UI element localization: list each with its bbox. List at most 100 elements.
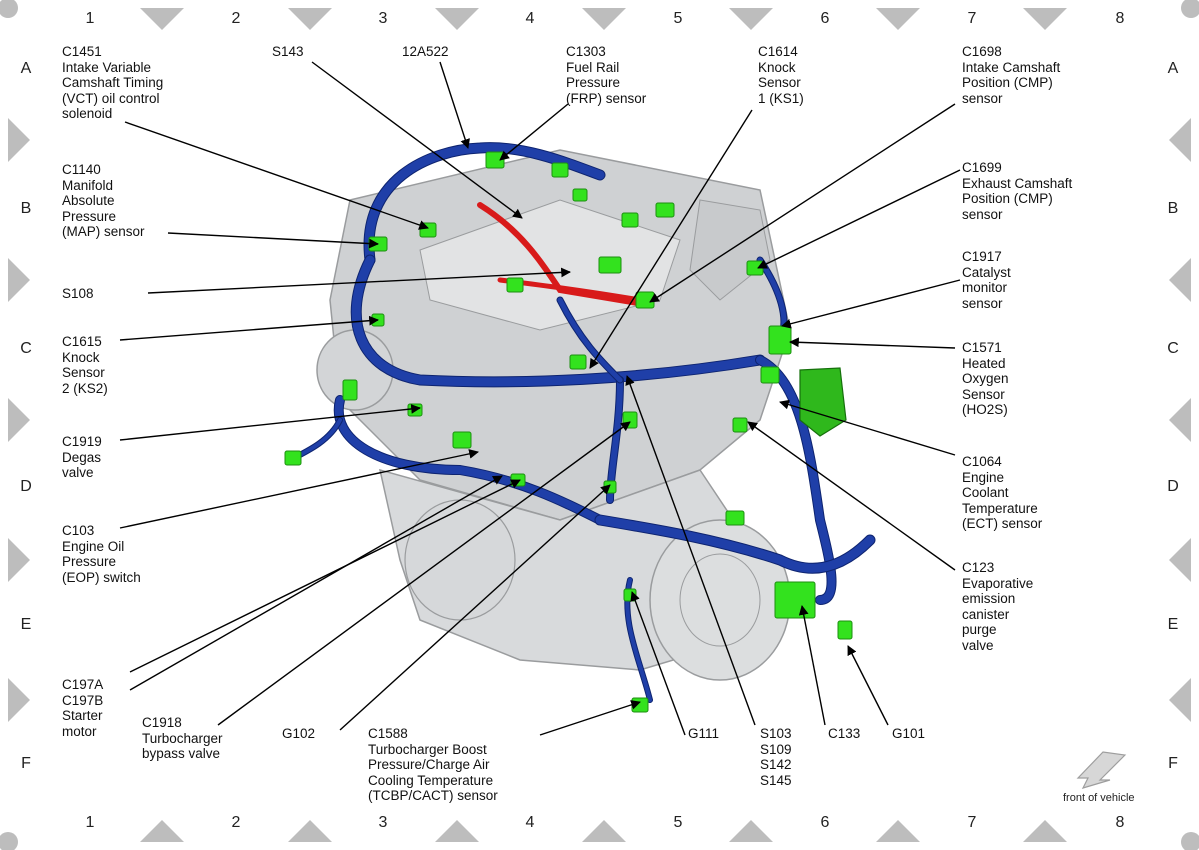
callout-c1615: C1615 Knock Sensor 2 (KS2) xyxy=(62,334,108,396)
frame-notch-left-0 xyxy=(8,118,30,162)
leader-line-14 xyxy=(119,449,479,529)
column-number-top-8: 8 xyxy=(1115,10,1125,27)
frame-notch-bottom-6 xyxy=(1023,820,1067,842)
row-letter-left-D: D xyxy=(20,478,32,495)
leader-line-18 xyxy=(217,421,631,726)
row-letter-right-C: C xyxy=(1167,340,1179,357)
leader-line-5 xyxy=(649,103,956,303)
frame-notch-right-0 xyxy=(1169,118,1191,162)
column-number-bottom-4: 4 xyxy=(525,814,535,831)
column-number-bottom-7: 7 xyxy=(967,814,977,831)
row-letter-right-A: A xyxy=(1167,60,1179,77)
column-number-top-1: 1 xyxy=(85,10,95,27)
callout-c123: C123 Evaporative emission canister purge… xyxy=(962,560,1034,653)
callout-c1451: C1451 Intake Variable Camshaft Timing (V… xyxy=(62,44,164,121)
connector-20 xyxy=(603,480,617,494)
connector-12 xyxy=(760,366,780,384)
callout-c197: C197A C197B Starter motor xyxy=(62,677,104,739)
frame-notch-right-4 xyxy=(1169,678,1191,722)
leader-line-2 xyxy=(439,61,470,149)
connector-21 xyxy=(725,510,745,526)
leader-line-9 xyxy=(147,267,571,294)
frame-corner-3 xyxy=(1181,832,1199,850)
connector-16 xyxy=(407,403,423,417)
frame-corner-0 xyxy=(0,0,18,18)
frame-notch-right-2 xyxy=(1169,398,1191,442)
connector-6 xyxy=(655,202,675,218)
column-number-top-6: 6 xyxy=(820,10,830,27)
leader-line-13 xyxy=(779,399,956,456)
leader-line-24 xyxy=(847,645,889,726)
connector-9 xyxy=(506,277,524,293)
column-number-top-4: 4 xyxy=(525,10,535,27)
frame-notch-bottom-0 xyxy=(140,820,184,842)
frame-notch-left-4 xyxy=(8,678,30,722)
callout-c103: C103 Engine Oil Pressure (EOP) switch xyxy=(62,523,141,585)
connector-11 xyxy=(768,325,792,355)
leader-line-1 xyxy=(311,61,523,219)
front-of-vehicle-arrow-icon xyxy=(1076,751,1127,789)
callout-s143: S143 xyxy=(272,44,304,59)
connector-25 xyxy=(631,697,649,713)
row-letter-right-D: D xyxy=(1167,478,1179,495)
leader-line-22 xyxy=(625,375,756,726)
column-number-top-3: 3 xyxy=(378,10,388,27)
callout-c1588: C1588 Turbocharger Boost Pressure/Charge… xyxy=(368,726,498,803)
connector-10 xyxy=(746,260,764,276)
frame-notch-left-2 xyxy=(8,398,30,442)
leader-lines xyxy=(119,61,961,736)
connector-23 xyxy=(284,450,302,466)
callout-12a522: 12A522 xyxy=(402,44,449,59)
callout-s108: S108 xyxy=(62,286,94,301)
callout-c1917: C1917 Catalyst monitor sensor xyxy=(962,249,1011,311)
frame-corner-2 xyxy=(0,832,18,850)
leader-line-6 xyxy=(167,232,379,249)
leader-line-0 xyxy=(124,121,429,230)
leader-line-12 xyxy=(119,404,421,441)
callout-c1698: C1698 Intake Camshaft Position (CMP) sen… xyxy=(962,44,1061,106)
column-number-top-2: 2 xyxy=(231,10,241,27)
leader-line-20 xyxy=(539,700,641,736)
connector-27 xyxy=(837,620,853,640)
harness-upper-loop xyxy=(364,143,605,265)
connector-19 xyxy=(510,473,526,487)
column-number-bottom-5: 5 xyxy=(673,814,683,831)
harness-lower-left xyxy=(334,396,604,524)
connector-5 xyxy=(621,212,639,228)
connector-14 xyxy=(569,354,587,370)
callout-c1919: C1919 Degas valve xyxy=(62,434,102,480)
leader-line-23 xyxy=(798,605,826,726)
row-letter-left-F: F xyxy=(21,755,31,772)
frame-notch-right-1 xyxy=(1169,258,1191,302)
frame-notch-top-3 xyxy=(582,8,626,30)
frame-corner-1 xyxy=(1181,0,1199,18)
column-number-top-7: 7 xyxy=(967,10,977,27)
column-number-top-5: 5 xyxy=(673,10,683,27)
connector-7 xyxy=(598,256,622,274)
frame-notch-top-6 xyxy=(1023,8,1067,30)
harness-right-drop xyxy=(756,356,836,604)
frame-notch-bottom-3 xyxy=(582,820,626,842)
column-number-bottom-1: 1 xyxy=(85,814,95,831)
connector-0 xyxy=(419,222,437,238)
leader-line-3 xyxy=(499,103,569,161)
leader-line-21 xyxy=(630,591,686,736)
callout-s103: S103 S109 S142 S145 xyxy=(760,726,792,788)
frame-notch-top-0 xyxy=(140,8,184,30)
front-of-vehicle-note: front of vehicle xyxy=(1063,792,1135,804)
leader-line-10 xyxy=(119,315,379,341)
callout-c1571: C1571 Heated Oxygen Sensor (HO2S) xyxy=(962,340,1009,417)
frame-notch-top-1 xyxy=(288,8,332,30)
column-number-bottom-2: 2 xyxy=(231,814,241,831)
frame-notch-top-4 xyxy=(729,8,773,30)
harness-knock-branch xyxy=(557,297,623,383)
leader-line-15 xyxy=(747,421,956,571)
leader-line-7 xyxy=(757,169,961,269)
row-letter-right-B: B xyxy=(1167,200,1179,217)
callout-c1918: C1918 Turbocharger bypass valve xyxy=(142,715,223,761)
frame-notch-top-2 xyxy=(435,8,479,30)
frame-notch-bottom-4 xyxy=(729,820,773,842)
row-letter-left-E: E xyxy=(20,616,32,633)
connector-18 xyxy=(452,431,472,449)
